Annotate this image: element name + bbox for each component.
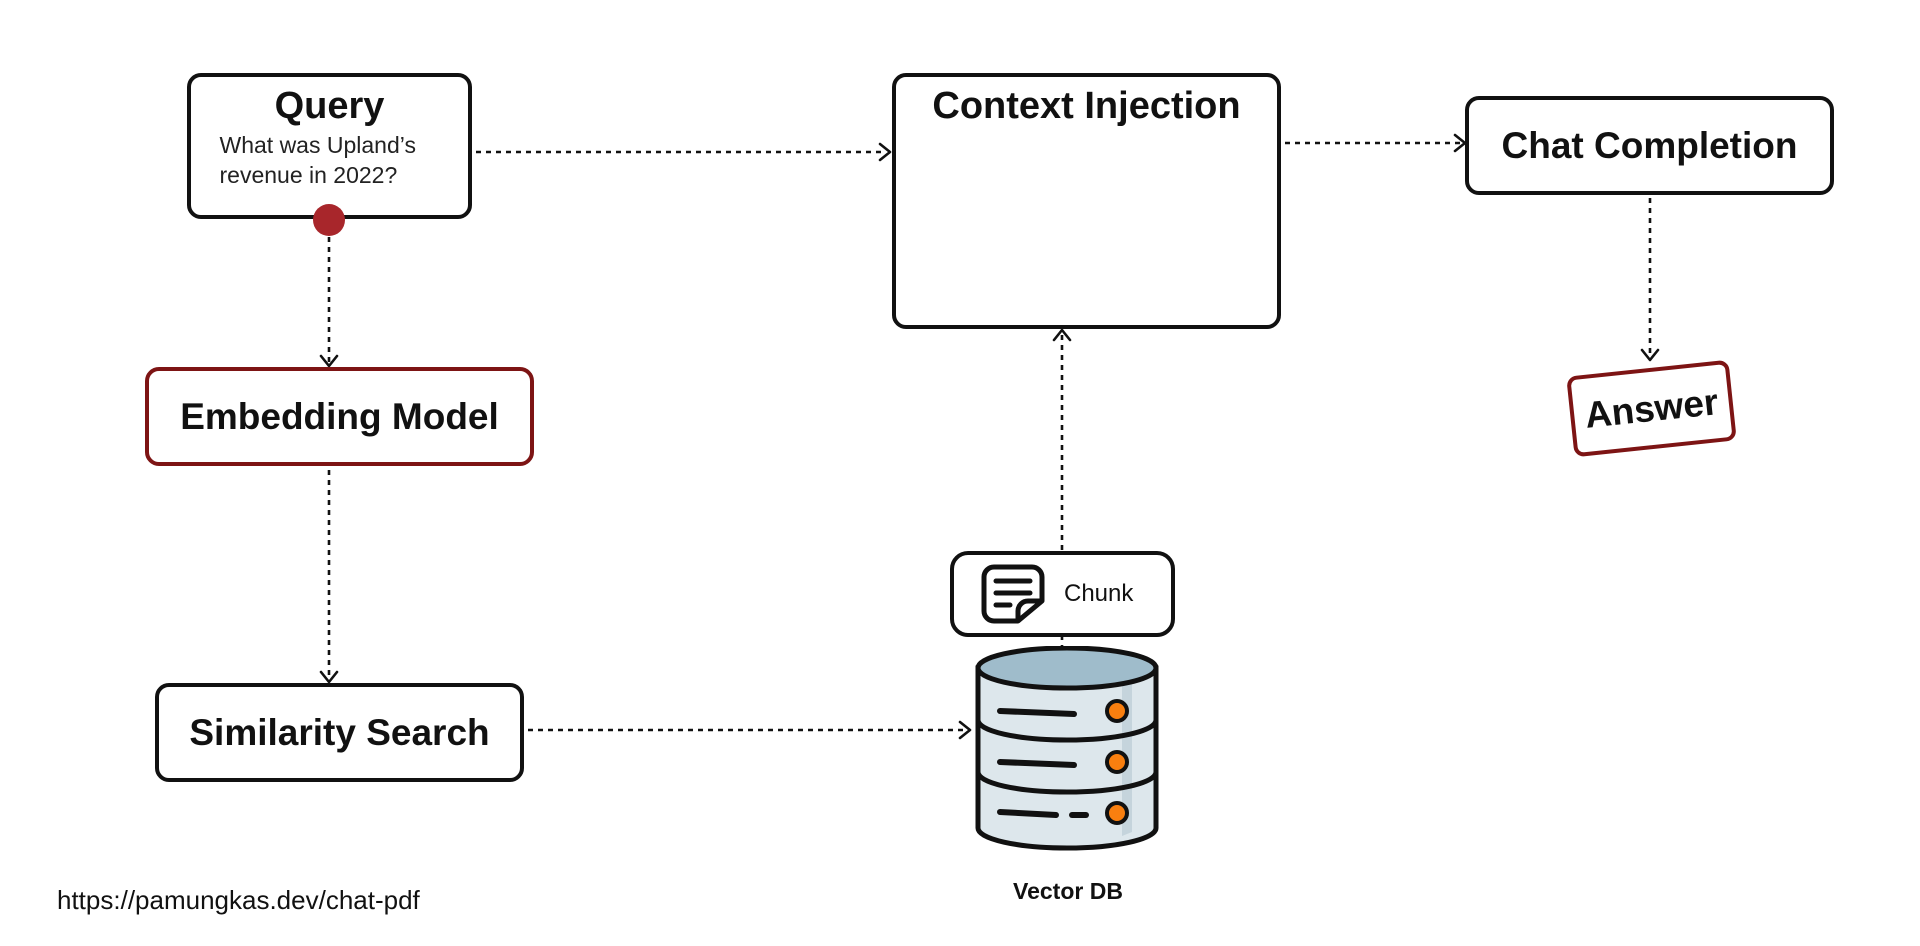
answer-node: Answer xyxy=(1566,359,1737,458)
answer-title: Answer xyxy=(1582,380,1721,436)
context-injection-title: Context Injection xyxy=(932,85,1241,127)
similarity-search-node: Similarity Search xyxy=(155,683,524,782)
query-node: Query What was Upland’s revenue in 2022? xyxy=(187,73,472,219)
arrowhead-down xyxy=(1640,348,1660,362)
arrowhead-down xyxy=(319,354,339,368)
database-icon xyxy=(975,646,1159,851)
query-title: Query xyxy=(274,85,385,127)
arrowhead-right xyxy=(958,720,972,740)
chunk-label: Chunk xyxy=(1064,580,1134,607)
footer-url: https://pamungkas.dev/chat-pdf xyxy=(57,885,420,915)
context-injection-node: Context Injection xyxy=(892,73,1281,329)
similarity-search-title: Similarity Search xyxy=(189,711,490,753)
chat-completion-node: Chat Completion xyxy=(1465,96,1834,195)
vector-db-label: Vector DB xyxy=(1013,878,1123,904)
chunk-node: Chunk xyxy=(950,551,1175,637)
connector-dot xyxy=(313,204,345,236)
document-note-icon xyxy=(981,564,1045,624)
arrowhead-down xyxy=(319,670,339,684)
arrowhead-right xyxy=(878,142,892,162)
chat-completion-title: Chat Completion xyxy=(1501,124,1798,166)
arrowhead-up xyxy=(1052,328,1072,342)
embedding-model-node: Embedding Model xyxy=(145,367,534,466)
embedding-model-title: Embedding Model xyxy=(180,395,499,437)
query-text: What was Upland’s revenue in 2022? xyxy=(219,132,416,188)
